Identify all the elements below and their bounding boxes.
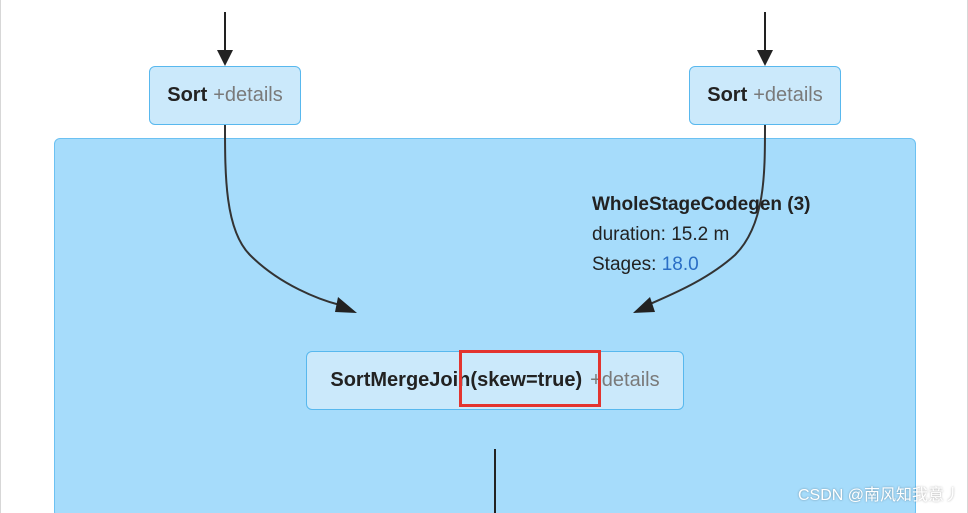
watermark: CSDN @南风知我意丿: [797, 487, 960, 504]
cluster-title: WholeStageCodegen (3): [592, 194, 811, 215]
edge-sort-left-to-join: [224, 124, 341, 306]
cluster-info: WholeStageCodegen (3) duration: 15.2 m S…: [592, 190, 811, 280]
edge-into-sort-left-head: [217, 50, 233, 66]
node-name: Sort: [167, 84, 208, 106]
details-toggle[interactable]: +details: [753, 84, 823, 106]
whole-stage-codegen-cluster[interactable]: [54, 138, 916, 513]
edge-sort-right-to-join: [647, 124, 766, 306]
cluster-duration: duration: 15.2 m: [592, 224, 730, 245]
node-name: SortMergeJoin: [330, 369, 471, 391]
cluster-stages-label: Stages:: [592, 254, 657, 275]
edge-sort-right-to-join-head: [633, 297, 655, 313]
sort-merge-join-node[interactable]: SortMergeJoin(skew=true) +details: [306, 351, 684, 410]
edge-sort-left-to-join-head: [335, 297, 357, 313]
panel-left-border: [0, 0, 1, 513]
sort-node-right[interactable]: Sort +details: [689, 66, 841, 125]
node-params: (skew=true): [470, 369, 583, 391]
node-name: Sort: [707, 84, 748, 106]
cluster-stages: Stages: 18.0: [592, 250, 811, 280]
sort-node-left[interactable]: Sort +details: [149, 66, 301, 125]
edge-into-sort-right-head: [757, 50, 773, 66]
details-toggle[interactable]: +details: [213, 84, 283, 106]
stage-link[interactable]: 18.0: [661, 254, 699, 275]
details-toggle[interactable]: +details: [590, 369, 660, 391]
